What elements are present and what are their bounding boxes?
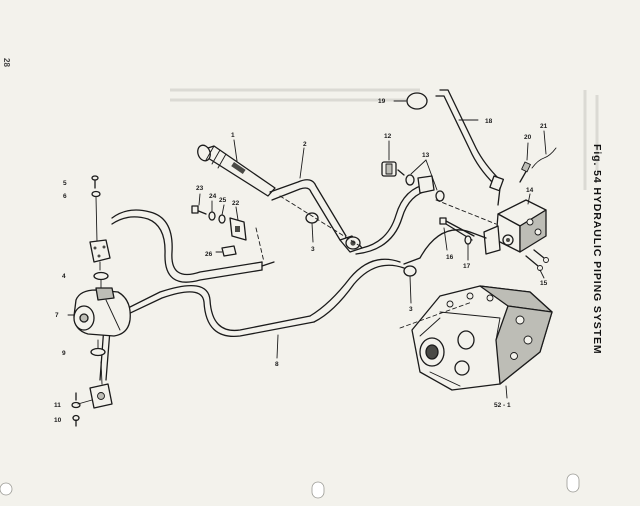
label-4: 4 bbox=[62, 273, 66, 280]
part-7-hydraulic-pump bbox=[67, 287, 131, 337]
label-20: 20 bbox=[524, 134, 532, 141]
suction-hose bbox=[111, 209, 275, 283]
label-2: 2 bbox=[303, 141, 307, 148]
label-24: 24 bbox=[209, 193, 217, 200]
label-17: 17 bbox=[463, 263, 471, 270]
label-21: 21 bbox=[540, 123, 548, 130]
page-number: 28 bbox=[2, 58, 11, 67]
part-18-lever bbox=[435, 89, 505, 206]
label-16: 16 bbox=[446, 254, 454, 261]
part-19-knob bbox=[393, 92, 428, 110]
label-14: 14 bbox=[526, 187, 534, 194]
binder-holes bbox=[0, 473, 580, 499]
part-12-13-fittings bbox=[381, 140, 445, 202]
label-25: 25 bbox=[219, 197, 227, 204]
label-3a: 3 bbox=[311, 246, 315, 253]
label-13: 13 bbox=[422, 152, 430, 159]
part-20-21 bbox=[519, 130, 557, 183]
label-26: 26 bbox=[205, 251, 213, 258]
label-15: 15 bbox=[540, 280, 548, 287]
part-number-labels: 1 2 3 3 4 5 6 7 8 9 10 11 12 13 14 15 16… bbox=[54, 98, 548, 424]
part-10-11-bolt bbox=[71, 392, 93, 427]
label-7: 7 bbox=[55, 312, 59, 319]
part-lower-flange bbox=[89, 361, 113, 409]
label-5: 5 bbox=[63, 180, 67, 187]
part-9-o-ring bbox=[90, 339, 106, 357]
part-5-6-bolt bbox=[91, 175, 101, 243]
part-8-main-hose bbox=[99, 229, 487, 381]
parts-22-26 bbox=[191, 193, 247, 257]
assembly-guide-lines bbox=[255, 195, 497, 329]
figure-title: Fig. 54 HYDRAULIC PIPING SYSTEM bbox=[591, 144, 603, 355]
part-52-1-transmission-case bbox=[411, 285, 553, 399]
part-3-o-rings bbox=[305, 212, 417, 304]
label-22: 22 bbox=[232, 200, 240, 207]
part-flange-block bbox=[89, 239, 111, 271]
label-52-1: 52 - 1 bbox=[494, 402, 511, 409]
label-6: 6 bbox=[63, 193, 67, 200]
label-1: 1 bbox=[231, 132, 235, 139]
label-12: 12 bbox=[384, 133, 392, 140]
label-8: 8 bbox=[275, 361, 279, 368]
part-14-control-valve bbox=[483, 193, 549, 279]
label-9: 9 bbox=[62, 350, 66, 357]
label-3b: 3 bbox=[409, 306, 413, 313]
label-23: 23 bbox=[196, 185, 204, 192]
part-16-17 bbox=[439, 217, 475, 261]
part-2-bent-pipe bbox=[269, 147, 363, 253]
label-19: 19 bbox=[378, 98, 386, 105]
part-1-pipe bbox=[197, 139, 276, 197]
bleed-through-marks bbox=[170, 88, 599, 190]
label-18: 18 bbox=[485, 118, 493, 125]
upper-return-hose bbox=[355, 183, 431, 255]
label-10: 10 bbox=[54, 417, 62, 424]
label-11: 11 bbox=[54, 402, 61, 409]
